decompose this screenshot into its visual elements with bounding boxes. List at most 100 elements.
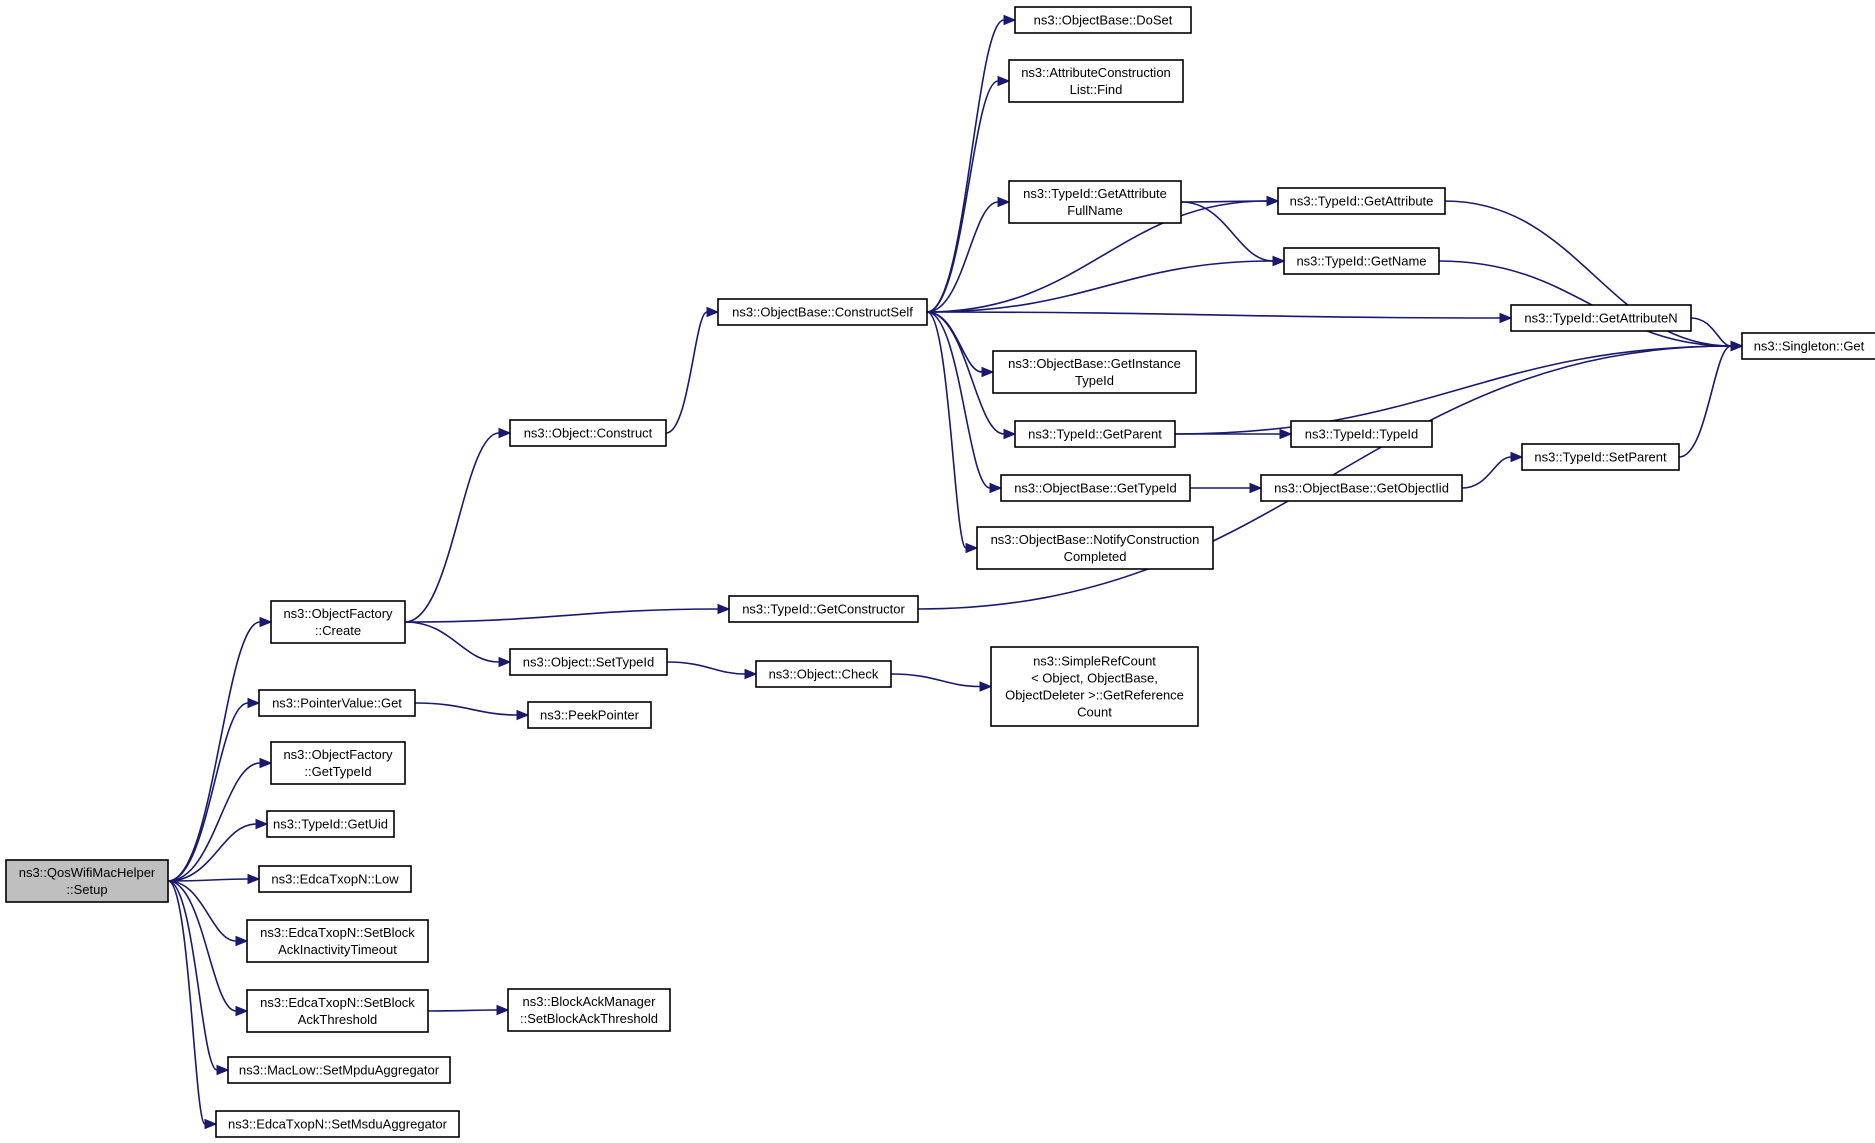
node-ob_constructself[interactable]: ns3::ObjectBase::ConstructSelf bbox=[717, 298, 928, 326]
node-tid_getattributen[interactable]: ns3::TypeId::GetAttributeN bbox=[1510, 304, 1692, 332]
node-bam_setthr[interactable]: ns3::BlockAckManager::SetBlockAckThresho… bbox=[507, 988, 671, 1032]
node-tid_getconstructor[interactable]: ns3::TypeId::GetConstructor bbox=[728, 595, 919, 623]
edge-arrowhead bbox=[255, 818, 269, 830]
node-tid_typeid[interactable]: ns3::TypeId::TypeId bbox=[1290, 420, 1433, 448]
edge-line bbox=[926, 311, 1005, 435]
edge-line bbox=[404, 608, 719, 623]
edge-line bbox=[926, 260, 1274, 313]
edge-line bbox=[926, 19, 1005, 313]
node-obj_check[interactable]: ns3::Object::Check bbox=[755, 660, 892, 688]
call-edge-ob_constructself-to-tid_getparent bbox=[926, 311, 1017, 440]
node-setup[interactable]: ns3::QosWifiMacHelper::Setup bbox=[5, 859, 169, 903]
edge-line bbox=[926, 311, 991, 489]
edge-line bbox=[890, 673, 981, 688]
node-pv_get[interactable]: ns3::PointerValue::Get bbox=[258, 689, 416, 717]
edge-arrowhead bbox=[1279, 428, 1293, 440]
node-label: List::Find bbox=[1070, 82, 1123, 97]
edge-arrowhead bbox=[259, 757, 273, 769]
node-box bbox=[227, 1056, 451, 1084]
edge-line bbox=[666, 661, 746, 675]
node-of_gettypeid[interactable]: ns3::ObjectFactory::GetTypeId bbox=[270, 741, 406, 785]
call-edge-of_create-to-obj_construct bbox=[404, 427, 512, 623]
node-obj_construct[interactable]: ns3::Object::Construct bbox=[509, 419, 667, 447]
node-edca_setblockack_thr[interactable]: ns3::EdcaTxopN::SetBlockAckThreshold bbox=[246, 989, 429, 1033]
node-label: ns3::QosWifiMacHelper bbox=[19, 865, 156, 880]
edge-arrowhead bbox=[204, 1118, 218, 1130]
node-edca_low[interactable]: ns3::EdcaTxopN::Low bbox=[258, 865, 412, 893]
node-label: ns3::AttributeConstruction bbox=[1021, 65, 1171, 80]
node-box bbox=[1014, 420, 1176, 448]
call-edges bbox=[167, 14, 1744, 1130]
node-ob_gettypeid[interactable]: ns3::ObjectBase::GetTypeId bbox=[1000, 474, 1191, 502]
node-tid_getname[interactable]: ns3::TypeId::GetName bbox=[1283, 247, 1440, 275]
edge-arrowhead bbox=[717, 603, 731, 615]
edge-arrowhead bbox=[498, 656, 512, 668]
node-label: ns3::TypeId::GetParent bbox=[1028, 427, 1162, 442]
edge-line bbox=[926, 80, 999, 313]
edge-arrowhead bbox=[216, 1064, 230, 1076]
edge-line bbox=[926, 311, 1501, 319]
edge-arrowhead bbox=[706, 306, 720, 318]
node-label: ns3::Object::Check bbox=[769, 667, 879, 682]
node-tid_getparent[interactable]: ns3::TypeId::GetParent bbox=[1014, 420, 1176, 448]
node-label: AckInactivityTimeout bbox=[278, 942, 397, 957]
edge-line bbox=[167, 621, 261, 882]
edge-line bbox=[926, 201, 999, 313]
node-obj_settypeid[interactable]: ns3::Object::SetTypeId bbox=[509, 648, 668, 676]
node-src_getrefcount[interactable]: ns3::SimpleRefCount< Object, ObjectBase,… bbox=[990, 646, 1199, 727]
node-singleton_get[interactable]: ns3::Singleton::Get bbox=[1741, 332, 1875, 360]
edge-arrowhead bbox=[981, 366, 995, 378]
call-edge-ob_constructself-to-ob_doset bbox=[926, 14, 1017, 313]
edge-line bbox=[167, 880, 206, 1125]
node-of_create[interactable]: ns3::ObjectFactory::Create bbox=[270, 600, 406, 644]
edge-arrowhead bbox=[247, 873, 261, 885]
edge-arrowhead bbox=[989, 482, 1003, 494]
node-ob_getobjectiid[interactable]: ns3::ObjectBase::GetObjectIid bbox=[1260, 474, 1463, 502]
node-ob_doset[interactable]: ns3::ObjectBase::DoSet bbox=[1014, 6, 1192, 34]
node-box bbox=[246, 919, 429, 963]
node-box bbox=[215, 1110, 460, 1138]
node-box bbox=[509, 419, 667, 447]
edge-arrowhead bbox=[997, 75, 1011, 87]
node-maclow_setmpdu[interactable]: ns3::MacLow::SetMpduAggregator bbox=[227, 1056, 451, 1084]
node-tid_setparent[interactable]: ns3::TypeId::SetParent bbox=[1521, 443, 1680, 471]
node-tid_getattribute[interactable]: ns3::TypeId::GetAttribute bbox=[1277, 187, 1446, 215]
node-box bbox=[1260, 474, 1463, 502]
node-box bbox=[1008, 180, 1182, 224]
node-ob_notify[interactable]: ns3::ObjectBase::NotifyConstructionCompl… bbox=[976, 526, 1214, 570]
node-label: ns3::SimpleRefCount bbox=[1033, 654, 1156, 669]
edge-line bbox=[1180, 201, 1274, 262]
call-edge-ob_constructself-to-ob_notify bbox=[926, 311, 979, 554]
node-box bbox=[527, 701, 652, 729]
edge-line bbox=[1678, 345, 1732, 458]
node-edca_setblockack_inact[interactable]: ns3::EdcaTxopN::SetBlockAckInactivityTim… bbox=[246, 919, 429, 963]
call-edge-setup-to-of_gettypeid bbox=[167, 757, 273, 882]
node-label: ns3::Singleton::Get bbox=[1754, 339, 1865, 354]
node-box bbox=[266, 810, 395, 838]
node-label: Completed bbox=[1064, 549, 1127, 564]
edge-arrowhead bbox=[496, 1004, 510, 1016]
node-label: ns3::EdcaTxopN::SetBlock bbox=[260, 995, 415, 1010]
node-edca_setmsdu[interactable]: ns3::EdcaTxopN::SetMsduAggregator bbox=[215, 1110, 460, 1138]
call-nodes: ns3::QosWifiMacHelper::Setup ns3::ObjectF… bbox=[5, 6, 1875, 1138]
edge-arrowhead bbox=[1003, 14, 1017, 26]
edge-arrowhead bbox=[498, 427, 512, 439]
call-edge-ob_constructself-to-ob_getinstancetypeid bbox=[926, 311, 995, 378]
node-peekpointer[interactable]: ns3::PeekPointer bbox=[527, 701, 652, 729]
call-edge-obj_construct-to-ob_constructself bbox=[665, 306, 720, 434]
node-label: ns3::ObjectBase::GetInstance bbox=[1008, 356, 1181, 371]
node-box bbox=[976, 526, 1214, 570]
edge-arrowhead bbox=[1499, 312, 1513, 324]
node-box bbox=[258, 689, 416, 717]
call-edge-ob_gettypeid-to-ob_getobjectiid bbox=[1190, 482, 1263, 494]
node-tid_getuid[interactable]: ns3::TypeId::GetUid bbox=[266, 810, 395, 838]
node-label: ::GetTypeId bbox=[304, 764, 371, 779]
node-label: ::SetBlockAckThreshold bbox=[520, 1011, 658, 1026]
call-edge-setup-to-pv_get bbox=[167, 697, 261, 882]
node-label: < Object, ObjectBase, bbox=[1031, 671, 1158, 686]
node-label: ns3::TypeId::GetUid bbox=[273, 817, 388, 832]
node-label: ns3::EdcaTxopN::SetMsduAggregator bbox=[228, 1117, 448, 1132]
